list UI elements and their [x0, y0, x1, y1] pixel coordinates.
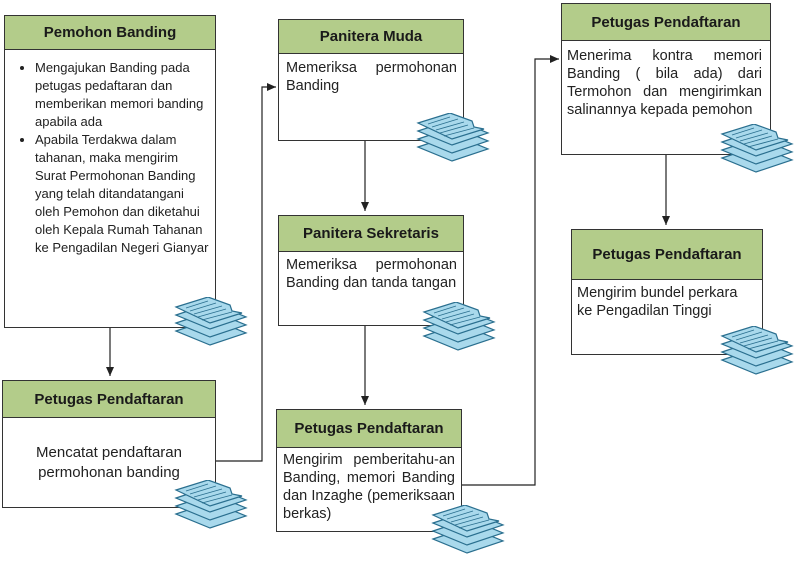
petugas-pendaftaran-kontra-memori-box: Petugas Pendaftaran Menerima kontra memo…: [561, 3, 771, 155]
list-item: Mengajukan Banding pada petugas pedaftar…: [35, 59, 211, 131]
document-stack-icon: [416, 113, 490, 162]
petugas-pendaftaran-catat-box: Petugas Pendaftaran Mencatat pendaftaran…: [2, 380, 216, 508]
document-stack-icon: [174, 480, 248, 529]
petugas-pendaftaran-kontra-memori-text: Menerima kontra memori Banding ( bila ad…: [567, 48, 762, 118]
petugas-pendaftaran-kirim-pemberitahuan-box: Petugas Pendaftaran Mengirim pemberitahu…: [276, 409, 462, 532]
document-stack-icon: [720, 326, 794, 375]
document-stack-icon: [174, 297, 248, 346]
document-stack-icon: [422, 302, 496, 351]
petugas-pendaftaran-kirim-bundel-title: Petugas Pendaftaran: [572, 230, 762, 280]
petugas-pendaftaran-catat-title: Petugas Pendaftaran: [3, 381, 215, 418]
list-item: Apabila Terdakwa dalam tahanan, maka men…: [35, 131, 211, 257]
panitera-sekretaris-box: Panitera Sekretaris Memeriksa permohonan…: [278, 215, 464, 326]
pemohon-banding-list: Mengajukan Banding pada petugas pedaftar…: [5, 59, 211, 257]
panitera-sekretaris-title: Panitera Sekretaris: [279, 216, 463, 252]
document-stack-icon: [431, 505, 505, 554]
panitera-sekretaris-text: Memeriksa permohonan Banding dan tanda t…: [286, 257, 457, 291]
petugas-pendaftaran-kontra-memori-title: Petugas Pendaftaran: [562, 4, 770, 41]
petugas-pendaftaran-kirim-pemberitahuan-text: Mengirim pemberitahu-an Banding, memori …: [283, 452, 455, 522]
connector-petugas-to-panitera-muda: [216, 83, 276, 462]
connector-petugas-to-petugas-kontra: [462, 55, 559, 486]
pemohon-banding-box: Pemohon Banding Mengajukan Banding pada …: [4, 15, 216, 328]
petugas-pendaftaran-catat-text: Mencatat pendaftaran permohonan banding: [36, 444, 182, 481]
pemohon-banding-title: Pemohon Banding: [5, 16, 215, 50]
petugas-pendaftaran-kirim-pemberitahuan-title: Petugas Pendaftaran: [277, 410, 461, 448]
panitera-muda-text: Memeriksa permohonan Banding: [286, 60, 457, 94]
petugas-pendaftaran-kirim-bundel-box: Petugas Pendaftaran Mengirim bundel perk…: [571, 229, 763, 355]
panitera-muda-title: Panitera Muda: [279, 20, 463, 54]
petugas-pendaftaran-kirim-bundel-text: Mengirim bundel perkara ke Pengadilan Ti…: [577, 285, 738, 319]
document-stack-icon: [720, 124, 794, 173]
